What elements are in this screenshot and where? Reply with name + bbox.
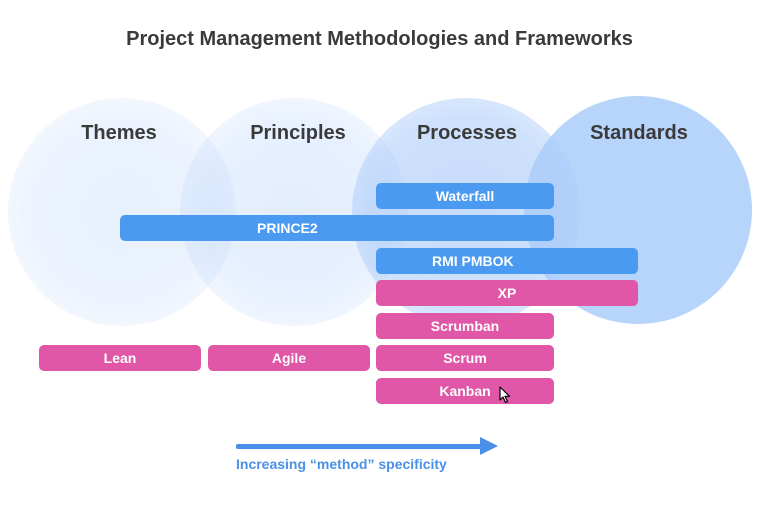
column-label-standards: Standards <box>590 122 688 144</box>
bar-rmi-pmbok: RMI PMBOK <box>376 248 638 274</box>
bar-scrum: Scrum <box>376 345 554 371</box>
bar-waterfall: Waterfall <box>376 183 554 209</box>
bar-agile: Agile <box>208 345 370 371</box>
bar-scrumban: Scrumban <box>376 313 554 339</box>
specificity-arrow <box>236 444 482 449</box>
column-label-processes: Processes <box>416 122 518 144</box>
arrow-caption: Increasing “method” specificity <box>236 456 447 472</box>
mouse-cursor-icon <box>499 386 511 404</box>
column-label-themes: Themes <box>81 122 157 144</box>
bar-prince2: PRINCE2 <box>120 215 554 241</box>
diagram-title: Project Management Methodologies and Fra… <box>126 28 633 50</box>
bar-xp: XP <box>376 280 638 306</box>
bar-kanban: Kanban <box>376 378 554 404</box>
themes-circle <box>8 98 236 326</box>
column-label-principles: Principles <box>250 122 346 144</box>
arrow-head-icon <box>480 437 498 455</box>
bar-lean: Lean <box>39 345 201 371</box>
